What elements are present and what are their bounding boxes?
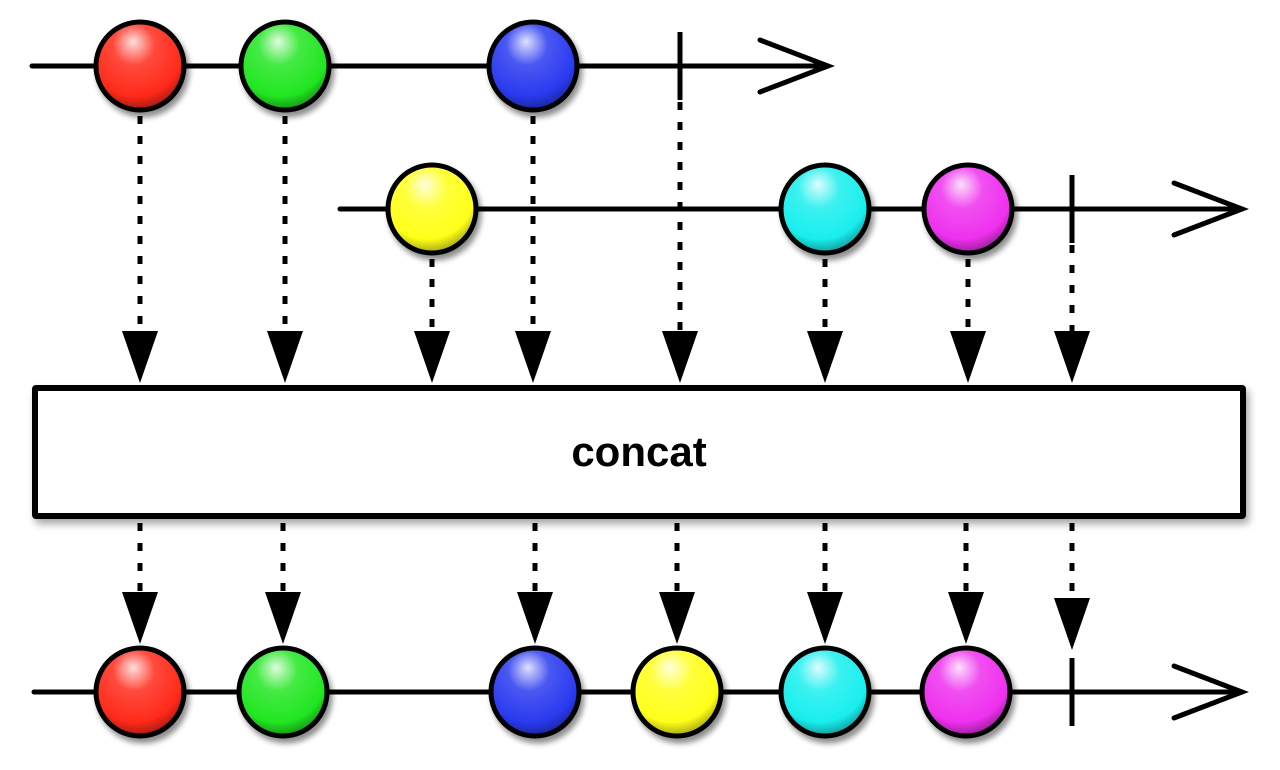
output-marble-magenta [919,645,1013,739]
emission-arrows [122,102,1090,650]
source_2-marble-cyan [778,162,872,256]
output-marble-cyan [778,645,872,739]
output-emit-2-head-icon [517,592,553,644]
output-marble-red [93,645,187,739]
source_1-marble-red [93,19,187,113]
source_1-arrowhead-icon [757,37,836,95]
source-1-emit-2-head-icon [515,331,551,383]
marbles [93,19,1015,739]
output-emit-3-head-icon [659,592,695,644]
source_2-arrowhead-icon [1171,180,1250,238]
output-marble-yellow [630,645,724,739]
source_1-marble-blue [486,19,580,113]
output-complete-head-icon [1054,598,1090,650]
source-1-emit-1-head-icon [267,331,303,383]
output-emit-0-head-icon [122,592,158,644]
output-marble-blue [488,645,582,739]
source-1-complete-head-icon [662,331,698,383]
concat-operator-box: concat [32,385,1246,519]
timelines [29,32,1250,726]
output-emit-1-head-icon [265,592,301,644]
source-1-emit-0-head-icon [122,331,158,383]
source_1-marble-green [238,19,332,113]
output-arrowhead-icon [1171,663,1250,721]
operator-label: concat [571,428,707,475]
source-2-emit-0-head-icon [414,331,450,383]
source_2-marble-yellow [385,162,479,256]
source-2-complete-head-icon [1054,331,1090,383]
output-emit-4-head-icon [807,592,843,644]
output-marble-green [236,645,330,739]
source_2-marble-magenta [921,162,1015,256]
source-2-emit-2-head-icon [950,331,986,383]
source-2-emit-1-head-icon [807,331,843,383]
output-emit-5-head-icon [948,592,984,644]
